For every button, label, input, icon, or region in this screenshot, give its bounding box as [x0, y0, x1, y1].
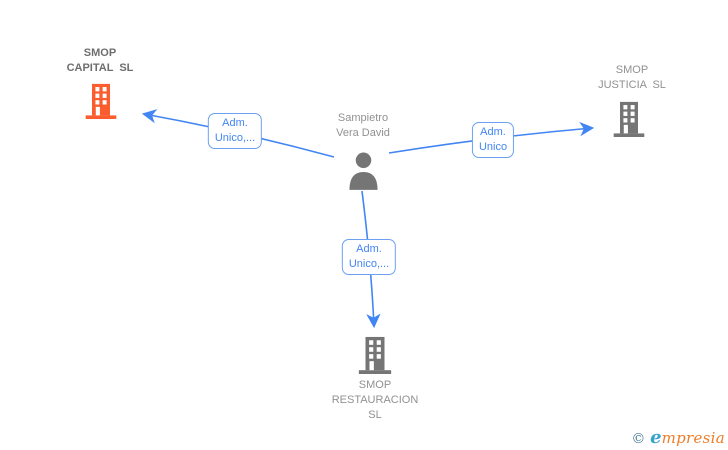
building-icon-capital[interactable]	[83, 82, 119, 120]
brand-rest: mpresia	[661, 429, 725, 447]
person-label[interactable]: Sampietro Vera David	[336, 112, 390, 139]
brand-initial: e	[650, 427, 662, 448]
edge-label-justicia[interactable]: Adm. Unico	[471, 122, 515, 158]
building-icon-justicia[interactable]	[611, 100, 647, 138]
person-icon[interactable]	[347, 151, 380, 190]
building-icon-restauracion[interactable]	[356, 335, 394, 375]
edge-label-capital[interactable]: Adm. Unico,...	[207, 113, 263, 149]
company-label-justicia[interactable]: SMOP JUSTICIA SL	[598, 64, 666, 91]
empresia-watermark[interactable]: © empresia	[631, 427, 725, 448]
company-label-restauracion[interactable]: SMOP RESTAURACION SL	[331, 379, 419, 421]
copyright-symbol: ©	[631, 431, 646, 447]
edge-label-restauracion[interactable]: Adm. Unico,...	[341, 239, 397, 275]
company-label-capital[interactable]: SMOP CAPITAL SL	[66, 47, 134, 74]
